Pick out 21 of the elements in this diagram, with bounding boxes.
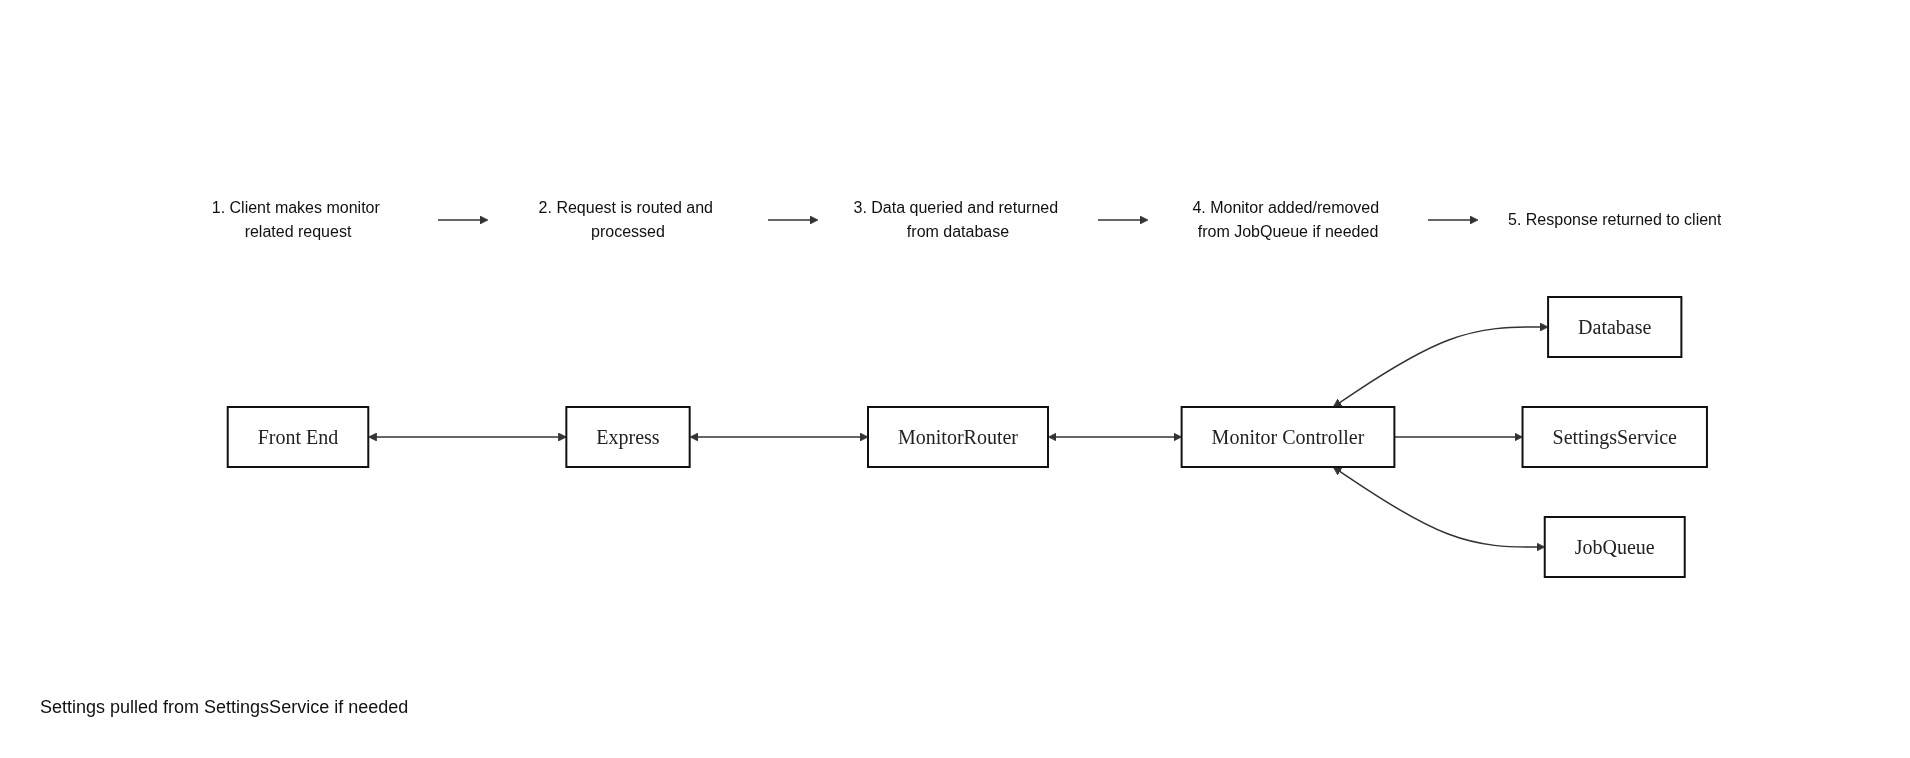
arrow	[1333, 466, 1546, 552]
node-box: Express	[565, 406, 691, 468]
node-box: SettingsService	[1521, 406, 1709, 468]
node-box: JobQueue	[1544, 516, 1686, 578]
arrow	[1333, 322, 1549, 408]
arrow	[437, 215, 489, 225]
node-box: Front End	[227, 406, 370, 468]
node-text: 4. Monitor added/removed from JobQueue if needed	[1192, 199, 1380, 240]
node-text: 3. Data queried and returned from database	[853, 199, 1059, 240]
arrow	[368, 432, 567, 442]
node-box: MonitorRouter	[867, 406, 1050, 468]
arrow	[689, 432, 869, 442]
arrow	[1427, 215, 1479, 225]
node-box: Database	[1547, 296, 1683, 358]
node-text: 2. Request is routed and processed	[538, 199, 714, 240]
note-text: Settings pulled from SettingsService if needed	[40, 697, 409, 718]
arrow	[1097, 215, 1149, 225]
node-text: 1. Client makes monitor related request	[212, 199, 381, 240]
arrow	[767, 215, 819, 225]
node-box: Monitor Controller	[1180, 406, 1396, 468]
node-text: 5. Response returned to client	[1508, 211, 1722, 228]
